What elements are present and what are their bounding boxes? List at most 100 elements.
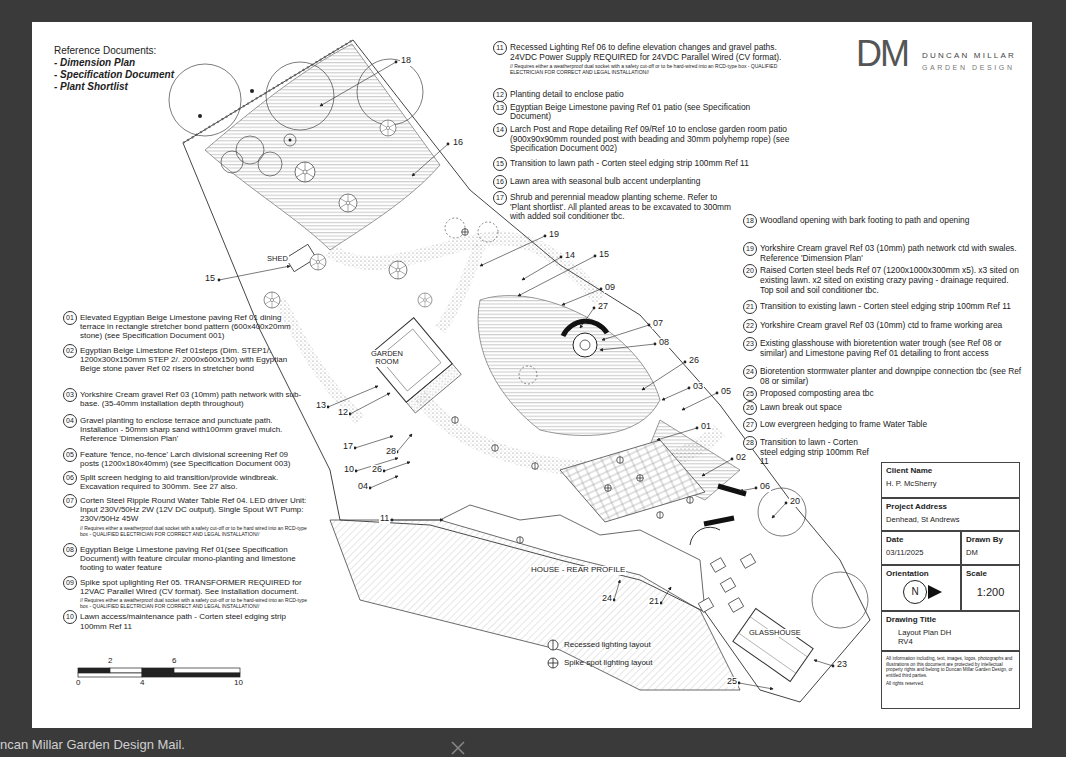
callout-number: 23 <box>743 337 757 351</box>
reference-item: - Plant Shortlist <box>54 81 128 92</box>
callout-description: Feature 'fence, no-fence' Larch division… <box>63 450 308 468</box>
cell-heading: All information including, text, images,… <box>886 656 1015 678</box>
callout-item: 16Lawn area with seasonal bulb accent un… <box>493 177 793 187</box>
callout-number: 17 <box>493 191 507 205</box>
callout-description: Yorkshire Cream gravel Ref 03 (10mm) pat… <box>63 390 308 408</box>
cell-value: DM <box>966 548 1015 557</box>
callout-number: 23 <box>836 660 848 670</box>
callout-item: 10Lawn access/maintenance path - Corten … <box>63 612 308 630</box>
viewer-close <box>452 742 464 754</box>
reference-item: - Dimension Plan <box>54 57 135 68</box>
legend-row: Spike spot lighting layout <box>546 656 653 674</box>
callout-number: 11 <box>493 41 507 55</box>
callout-description: Transition to existing lawn - Corten ste… <box>743 302 1023 312</box>
cell-heading: Client Name <box>886 466 1015 475</box>
logo-mark: DM <box>856 34 908 74</box>
cell-heading: Drawn By <box>966 535 1015 544</box>
callout-description: Existing glasshouse with bioretention wa… <box>743 339 1023 358</box>
callout-number: 25 <box>726 677 738 687</box>
callout-description: Corten Steel Ripple Round Water Table Re… <box>63 496 308 524</box>
title-block-cell: Scale1:200 <box>961 565 1020 611</box>
callout-number: 16 <box>452 138 464 148</box>
callout-item: 18Woodland opening with bark footing to … <box>743 216 1023 226</box>
callout-number: 20 <box>789 497 801 507</box>
north-label: N <box>904 581 926 603</box>
plan-label: HOUSE - REAR PROFILE <box>530 566 626 575</box>
legend-symbol <box>546 656 560 670</box>
callout-description: Transition to lawn path - Corten steel e… <box>493 159 793 169</box>
callout-number: 27 <box>597 302 609 312</box>
callout-number: 15 <box>204 274 216 284</box>
cell-heading: Drawing Title <box>886 615 1015 624</box>
callout-number: 09 <box>63 576 77 590</box>
logo-subtitle: GARDEN DESIGN <box>922 64 1015 72</box>
callout-item: 20Raised Corten steel beds Ref 07 (1200x… <box>743 266 1023 295</box>
callout-number: 07 <box>63 494 77 508</box>
callout-item: 17Shrub and perennial meadow planting sc… <box>493 193 738 222</box>
callout-item: 12Planting detail to enclose patio <box>493 90 793 100</box>
viewer-text: ncan Millar Garden Design Mail. <box>0 738 185 752</box>
logo-name: DUNCAN MILLAR <box>922 52 1016 61</box>
callout-number: 19 <box>548 230 560 240</box>
callout-number: 03 <box>692 382 704 392</box>
callout-number: 07 <box>652 319 664 329</box>
callout-item: 07Corten Steel Ripple Round Water Table … <box>63 496 308 537</box>
callout-description: Yorkshire Cream gravel Ref 03 (10mm) ctd… <box>743 321 1023 331</box>
callout-number: 17 <box>342 442 354 452</box>
callout-number: 06 <box>759 482 771 492</box>
callout-item: 25Proposed composting area tbc <box>743 389 1023 399</box>
callout-item: 03Yorkshire Cream gravel Ref 03 (10mm) p… <box>63 390 308 408</box>
title-block-cell: Drawn By DM <box>961 531 1020 565</box>
reference-heading: Reference Documents: <box>54 45 156 56</box>
callout-description: Proposed composting area tbc <box>743 389 1023 399</box>
callout-description: Transition to lawn - Corten steel edging… <box>743 438 873 467</box>
callout-number: 14 <box>564 251 576 261</box>
legend-symbol <box>546 638 560 652</box>
title-block-cell: Date03/11/2025 <box>881 531 961 565</box>
callout-number: 05 <box>63 448 77 462</box>
callout-item: 24Bioretention stormwater planter and do… <box>743 367 1023 386</box>
callout-item: 22Yorkshire Cream gravel Ref 03 (10mm) c… <box>743 321 1023 331</box>
legend-text: Recessed lighting layout <box>564 640 651 649</box>
callout-item: 06Split screen hedging to aid transition… <box>63 473 308 491</box>
cell-value: Layout Plan DH RV4 <box>898 628 962 646</box>
cell-value: Denhead, St Andrews <box>886 515 1015 524</box>
cell-value: All rights reserved. <box>886 681 1015 687</box>
callout-description: Split screen hedging to aid transition/p… <box>63 473 308 491</box>
callout-item: 09Spike spot uplighting Ref 05. TRANSFOR… <box>63 578 308 609</box>
north-arrow <box>928 585 942 599</box>
callout-item: 02Egyptian Beige Limestone Ref 01steps (… <box>63 346 308 374</box>
scale-number: 6 <box>172 657 176 666</box>
callout-description: Shrub and perennial meadow planting sche… <box>493 193 738 222</box>
scale-number: 4 <box>140 679 144 688</box>
callout-number: 21 <box>743 300 757 314</box>
callout-number: 26 <box>688 356 700 366</box>
callout-number: 15 <box>598 250 610 260</box>
cell-heading: Orientation <box>886 569 956 578</box>
callout-item: 14Larch Post and Rope detailing Ref 09/R… <box>493 125 793 154</box>
callout-number: 08 <box>63 543 77 557</box>
callout-item: 05Feature 'fence, no-fence' Larch divisi… <box>63 450 308 468</box>
callout-number: 10 <box>343 465 355 475</box>
callout-number: 20 <box>743 264 757 278</box>
callout-item: 15Transition to lawn path - Corten steel… <box>493 159 793 169</box>
title-block-cell: Project AddressDenhead, St Andrews <box>881 498 1020 531</box>
legend-text: Spike spot lighting layout <box>564 658 653 667</box>
callout-description: Lawn access/maintenance path - Corten st… <box>63 612 308 630</box>
reference-item: - Specification Document <box>54 69 174 80</box>
callout-description: Lawn break out space <box>743 403 1023 413</box>
installation-note: // Requires either a weatherproof dual s… <box>63 597 308 609</box>
cell-value: 03/11/2025 <box>886 548 956 557</box>
callout-number: 26 <box>743 401 757 415</box>
callout-item: 19Yorkshire Cream gravel Ref 03 (10mm) p… <box>743 244 1023 263</box>
installation-note: // Requires either a weatherproof dual s… <box>63 525 308 537</box>
callout-number: 13 <box>493 101 507 115</box>
callout-description: Gravel planting to enclose terrace and p… <box>63 416 308 444</box>
page <box>32 22 1032 728</box>
lighting-legend: Recessed lighting layoutSpike spot light… <box>546 638 653 674</box>
callout-number: 04 <box>63 414 77 428</box>
callout-item: 23Existing glasshouse with bioretention … <box>743 339 1023 358</box>
callout-number: 02 <box>63 344 77 358</box>
callout-number: 10 <box>63 610 77 624</box>
title-block-cell: All information including, text, images,… <box>881 651 1020 709</box>
